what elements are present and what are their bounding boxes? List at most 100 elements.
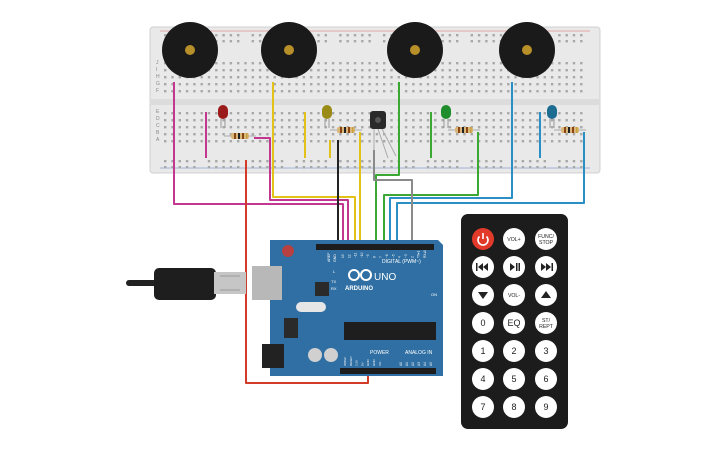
breadboard-hole xyxy=(171,166,174,169)
breadboard-hole xyxy=(477,126,481,129)
resistor[interactable] xyxy=(330,127,362,133)
breadboard-hole xyxy=(288,83,291,86)
wire-pink[interactable] xyxy=(173,82,344,246)
breadboard-hole xyxy=(434,133,437,136)
usb-cable[interactable] xyxy=(126,268,246,300)
breadboard-hole xyxy=(339,69,342,72)
breadboard-hole xyxy=(558,62,561,65)
breadboard-hole xyxy=(470,140,473,143)
breadboard-hole xyxy=(207,83,211,86)
remote-button-two[interactable]: 2 xyxy=(503,340,525,362)
led-green[interactable] xyxy=(441,105,451,128)
breadboard-hole xyxy=(178,126,181,129)
breadboard-hole xyxy=(193,126,196,129)
breadboard-hole xyxy=(529,90,532,93)
analog-pin-label: A1 xyxy=(405,362,409,366)
wire-yellow[interactable] xyxy=(272,82,356,246)
remote-button-four[interactable]: 4 xyxy=(472,368,494,390)
remote-button-three[interactable]: 3 xyxy=(535,340,557,362)
breadboard-hole xyxy=(404,160,408,163)
wire-blue[interactable] xyxy=(396,132,585,246)
wire-red[interactable] xyxy=(245,160,369,384)
breadboard-hole xyxy=(383,62,386,65)
breadboard-hole xyxy=(310,76,313,79)
breadboard-hole xyxy=(536,119,539,122)
breadboard-hole xyxy=(558,160,561,163)
breadboard-hole xyxy=(434,166,437,169)
breadboard-hole xyxy=(273,76,276,79)
piezo-buzzer[interactable] xyxy=(499,22,555,78)
breadboard-hole xyxy=(324,34,327,37)
on-led-label: ON xyxy=(431,292,437,297)
breadboard-hole xyxy=(324,126,327,129)
remote-button-vol-down[interactable]: VOL- xyxy=(503,284,525,306)
piezo-buzzer[interactable] xyxy=(162,22,218,78)
breadboard-hole xyxy=(550,140,554,143)
breadboard-hole xyxy=(412,83,415,86)
remote-button-vol-up[interactable]: VOL+ xyxy=(503,228,525,250)
breadboard-hole xyxy=(572,166,576,169)
wire-pink[interactable] xyxy=(254,137,349,246)
wire-green[interactable] xyxy=(375,82,400,246)
breadboard-hole xyxy=(266,133,269,136)
breadboard-hole xyxy=(558,34,561,37)
digital-pin-label: ~10 xyxy=(360,252,364,258)
led-red[interactable] xyxy=(218,105,228,128)
remote-button-nine[interactable]: 9 xyxy=(535,396,557,418)
breadboard-hole xyxy=(229,83,233,86)
breadboard-hole xyxy=(507,126,510,129)
reset-button[interactable] xyxy=(282,245,294,257)
remote-button-eq[interactable]: EQ xyxy=(503,312,525,334)
resistor[interactable] xyxy=(554,127,586,133)
wire-gray[interactable] xyxy=(373,150,413,246)
breadboard-hole xyxy=(251,76,254,79)
piezo-buzzer[interactable] xyxy=(387,22,443,78)
breadboard-hole xyxy=(222,83,225,86)
remote-button-play-pause[interactable] xyxy=(503,256,525,278)
breadboard-hole xyxy=(390,126,393,129)
led-blue[interactable] xyxy=(547,105,557,128)
remote-button-five[interactable]: 5 xyxy=(503,368,525,390)
breadboard-hole xyxy=(346,69,349,72)
remote-button-prev[interactable] xyxy=(472,256,494,278)
breadboard-hole xyxy=(185,126,189,129)
remote-button-up[interactable] xyxy=(535,284,557,306)
resistor[interactable] xyxy=(224,133,256,139)
wire-blue[interactable] xyxy=(389,82,513,246)
remote-button-func-stop[interactable]: FUNC/STOP xyxy=(535,228,557,250)
wire-green[interactable] xyxy=(383,132,479,246)
breadboard-hole xyxy=(390,83,393,86)
breadboard-hole xyxy=(273,140,276,143)
breadboard-hole xyxy=(258,166,262,169)
remote-button-next[interactable] xyxy=(535,256,557,278)
breadboard-hole xyxy=(310,83,313,86)
remote-button-down[interactable] xyxy=(472,284,494,306)
triangle-up-icon xyxy=(541,291,551,298)
remote-button-zero[interactable]: 0 xyxy=(472,312,494,334)
digital-pin-label: 2 xyxy=(410,256,414,258)
arduino-uno[interactable]: ARDUINO UNO DIGITAL (PWM~) POWER ANALOG … xyxy=(252,240,443,376)
breadboard-hole xyxy=(280,119,284,122)
breadboard-hole xyxy=(317,160,320,163)
breadboard-hole xyxy=(244,90,247,93)
remote-button-one[interactable]: 1 xyxy=(472,340,494,362)
remote-button-seven[interactable]: 7 xyxy=(472,396,494,418)
breadboard-hole xyxy=(222,40,225,43)
analog-pin-label: A5 xyxy=(429,362,433,366)
remote-button-power[interactable] xyxy=(472,228,494,250)
piezo-buzzer[interactable] xyxy=(261,22,317,78)
resistor[interactable] xyxy=(448,127,480,133)
breadboard-hole xyxy=(426,140,430,143)
remote-button-eight[interactable]: 8 xyxy=(503,396,525,418)
remote-button-six[interactable]: 6 xyxy=(535,368,557,390)
breadboard-hole xyxy=(193,166,196,169)
breadboard-hole xyxy=(470,40,473,43)
breadboard-hole xyxy=(404,83,408,86)
breadboard-hole xyxy=(404,133,408,136)
led-yellow[interactable] xyxy=(322,105,332,128)
ir-receiver[interactable] xyxy=(370,111,397,159)
breadboard-hole xyxy=(529,83,532,86)
breadboard-hole xyxy=(215,140,218,143)
remote-button-st-rept[interactable]: ST/REPT xyxy=(535,312,557,334)
